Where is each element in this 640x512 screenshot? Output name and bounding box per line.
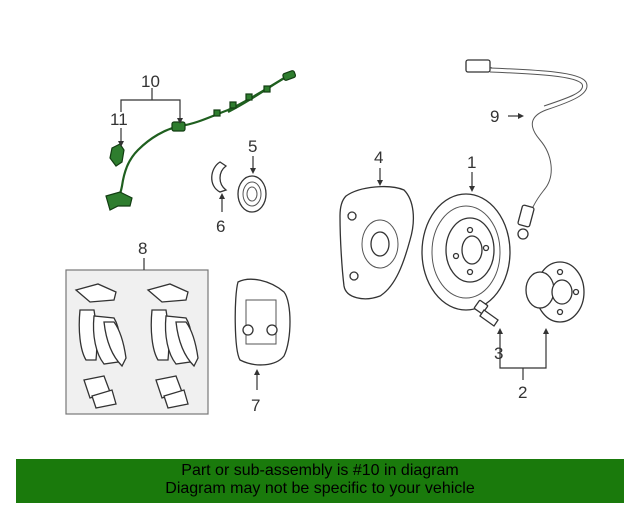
callout-5: 5 xyxy=(248,137,257,156)
callout-10: 10 xyxy=(141,72,160,91)
brake-pad-set[interactable] xyxy=(65,269,209,415)
sensor-clip[interactable] xyxy=(109,143,125,167)
banner-line-2: Diagram may not be specific to your vehi… xyxy=(165,480,475,497)
banner-line-1: Part or sub-assembly is #10 in diagram xyxy=(181,462,459,479)
snap-ring[interactable] xyxy=(211,161,228,193)
caliper-bracket[interactable] xyxy=(234,278,291,366)
callout-4: 4 xyxy=(374,148,383,167)
wheel-hub[interactable] xyxy=(525,261,585,323)
callout-6: 6 xyxy=(216,217,225,236)
callout-11: 11 xyxy=(110,110,128,129)
callout-9: 9 xyxy=(490,107,499,126)
callout-8: 8 xyxy=(138,239,147,258)
brake-rotor[interactable] xyxy=(421,193,511,311)
steering-knuckle[interactable] xyxy=(339,185,415,300)
callout-3: 3 xyxy=(494,344,503,363)
wheel-bearing[interactable] xyxy=(237,175,267,213)
callout-2: 2 xyxy=(518,383,527,402)
callout-7: 7 xyxy=(251,396,260,415)
callout-1: 1 xyxy=(467,153,476,172)
abs-sensor-harness[interactable] xyxy=(105,70,297,211)
hub-bolt[interactable] xyxy=(473,299,499,327)
brake-hose[interactable] xyxy=(465,59,588,240)
info-banner: Part or sub-assembly is #10 in diagram D… xyxy=(16,459,624,503)
